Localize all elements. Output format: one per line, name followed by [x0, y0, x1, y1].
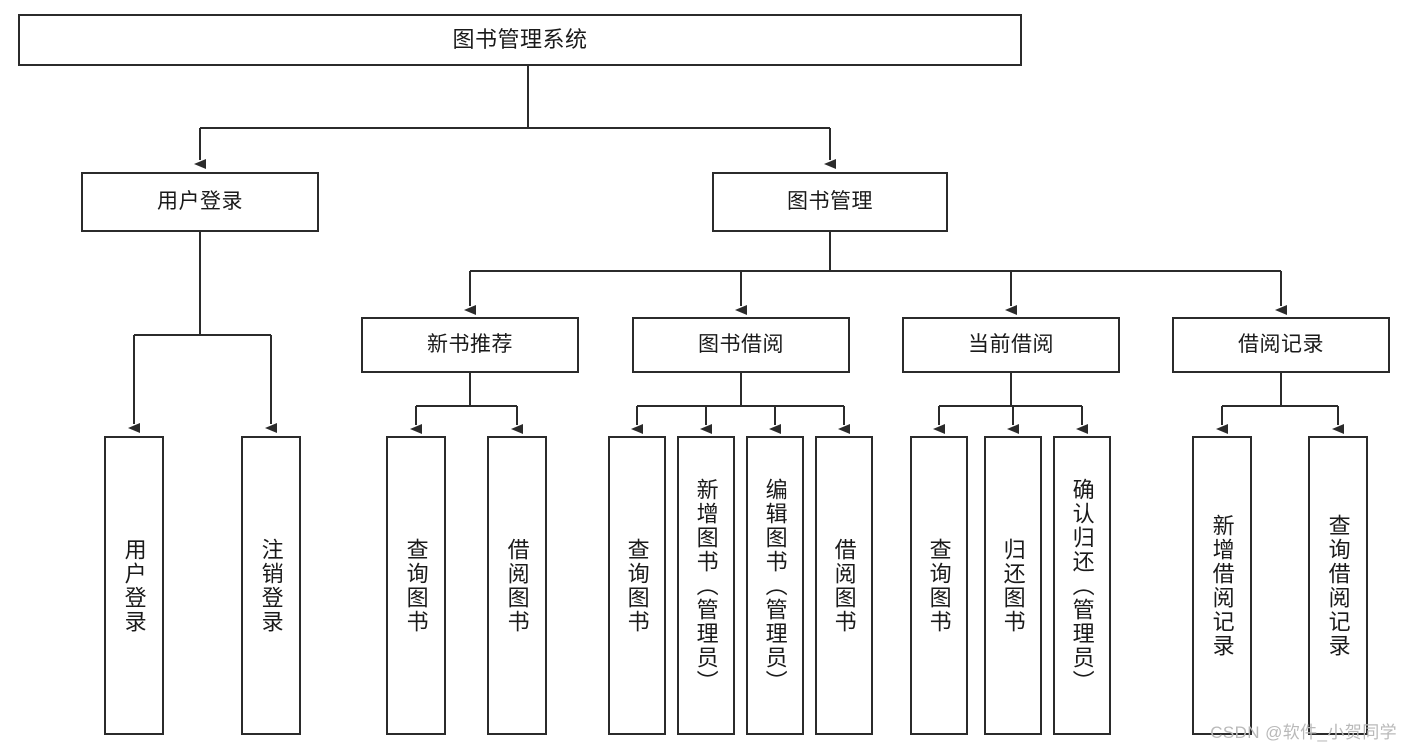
node-current-borrow-label: 当前借阅 — [968, 333, 1054, 357]
node-leaf-return-book[interactable]: 归还图书 — [984, 436, 1042, 735]
node-book-borrow[interactable]: 图书借阅 — [632, 317, 850, 373]
node-root-label: 图书管理系统 — [452, 26, 588, 52]
node-book-manage[interactable]: 图书管理 — [712, 172, 948, 232]
node-leaf-add-borrow-record[interactable]: 新增借阅记录 — [1192, 436, 1252, 735]
node-leaf-query-book-borrow[interactable]: 查询图书 — [608, 436, 666, 735]
node-new-book-rec-label: 新书推荐 — [427, 333, 513, 357]
node-user-login-label: 用户登录 — [157, 190, 243, 214]
node-leaf-user-login-label: 用户登录 — [121, 537, 147, 634]
node-leaf-query-borrow-record[interactable]: 查询借阅记录 — [1308, 436, 1368, 735]
node-leaf-add-book-admin[interactable]: 新增图书（管理员） — [677, 436, 735, 735]
node-borrow-record-label: 借阅记录 — [1238, 333, 1324, 357]
node-leaf-confirm-return-admin[interactable]: 确认归还（管理员） — [1053, 436, 1111, 735]
node-leaf-query-book-rec[interactable]: 查询图书 — [386, 436, 446, 735]
node-leaf-user-login[interactable]: 用户登录 — [104, 436, 164, 735]
node-leaf-query-book-current-label: 查询图书 — [926, 537, 952, 634]
node-book-borrow-label: 图书借阅 — [698, 333, 784, 357]
node-user-login[interactable]: 用户登录 — [81, 172, 319, 232]
node-leaf-query-book-borrow-label: 查询图书 — [624, 537, 650, 634]
node-leaf-borrow-book-label: 借阅图书 — [831, 537, 857, 634]
node-leaf-borrow-book-rec-label: 借阅图书 — [504, 537, 530, 634]
node-leaf-borrow-book[interactable]: 借阅图书 — [815, 436, 873, 735]
node-new-book-rec[interactable]: 新书推荐 — [361, 317, 579, 373]
node-leaf-query-book-current[interactable]: 查询图书 — [910, 436, 968, 735]
watermark-text: CSDN @软件_小贺同学 — [1210, 723, 1397, 742]
node-leaf-borrow-book-rec[interactable]: 借阅图书 — [487, 436, 547, 735]
node-current-borrow[interactable]: 当前借阅 — [902, 317, 1120, 373]
node-leaf-edit-book-admin[interactable]: 编辑图书（管理员） — [746, 436, 804, 735]
node-leaf-add-borrow-record-label: 新增借阅记录 — [1209, 513, 1235, 658]
node-leaf-return-book-label: 归还图书 — [1000, 537, 1026, 634]
node-leaf-user-logout[interactable]: 注销登录 — [241, 436, 301, 735]
node-leaf-query-borrow-record-label: 查询借阅记录 — [1325, 513, 1351, 658]
node-leaf-edit-book-admin-label: 编辑图书（管理员） — [762, 477, 788, 694]
node-root[interactable]: 图书管理系统 — [18, 14, 1022, 66]
node-leaf-user-logout-label: 注销登录 — [258, 537, 284, 634]
node-leaf-confirm-return-admin-label: 确认归还（管理员） — [1069, 477, 1095, 694]
node-leaf-add-book-admin-label: 新增图书（管理员） — [693, 477, 719, 694]
node-leaf-query-book-rec-label: 查询图书 — [403, 537, 429, 634]
node-borrow-record[interactable]: 借阅记录 — [1172, 317, 1390, 373]
node-book-manage-label: 图书管理 — [787, 190, 873, 214]
